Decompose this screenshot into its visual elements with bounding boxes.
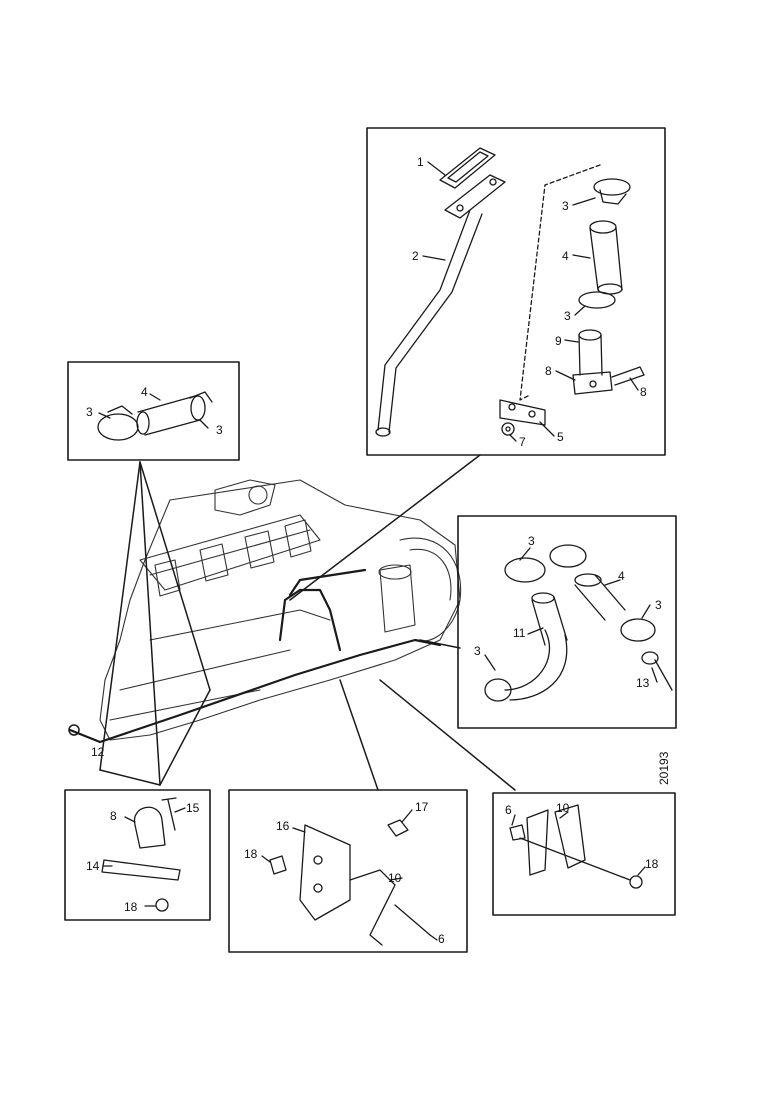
- callout-18: 18: [645, 857, 659, 871]
- callout-12: 12: [91, 745, 105, 759]
- callouts-main: 12: [91, 745, 105, 759]
- panel-bottom-left: [64, 789, 211, 921]
- callout-3: 3: [655, 598, 662, 612]
- panel-top-left: [67, 361, 240, 461]
- callout-9: 9: [555, 334, 562, 348]
- callouts-bottom-left: 8 15 14 18: [86, 801, 200, 914]
- callout-2: 2: [412, 249, 419, 263]
- bottom-middle-parts: [261, 809, 438, 946]
- callout-18: 18: [124, 900, 138, 914]
- leader-lines: [99, 454, 516, 791]
- callout-3: 3: [216, 423, 223, 437]
- callouts-middle-right: 3 4 3 11 3 13: [474, 534, 662, 690]
- callouts-top-left: 4 3 3: [86, 385, 223, 437]
- callout-15: 15: [186, 801, 200, 815]
- panel-bottom-right: [492, 792, 676, 916]
- panel-middle-right: [457, 515, 677, 729]
- callout-8: 8: [110, 809, 117, 823]
- callout-14: 14: [86, 859, 100, 873]
- callout-11: 11: [513, 626, 526, 640]
- middle-right-parts: [484, 544, 673, 702]
- panel-top-right: [366, 127, 666, 456]
- callout-3: 3: [562, 199, 569, 213]
- callout-13: 13: [636, 676, 650, 690]
- bottom-right-parts: [509, 804, 646, 889]
- callout-7: 7: [519, 435, 526, 449]
- callout-6: 6: [438, 932, 445, 946]
- callout-4: 4: [618, 569, 625, 583]
- callout-3: 3: [528, 534, 535, 548]
- callouts-top-right: 1 2 3 4 3 9 8 8 5 7: [412, 155, 647, 449]
- callout-8: 8: [640, 385, 647, 399]
- callout-1: 1: [417, 155, 424, 169]
- callout-10: 10: [556, 801, 570, 815]
- drawing-number: 20193: [657, 751, 671, 785]
- callout-6: 6: [505, 803, 512, 817]
- callout-17: 17: [415, 800, 429, 814]
- pipe-12: [68, 638, 442, 744]
- callout-16: 16: [276, 819, 290, 833]
- callouts-bottom-right: 6 10 18: [505, 801, 659, 871]
- callout-3: 3: [474, 644, 481, 658]
- callout-10: 10: [388, 871, 402, 885]
- top-right-parts: [375, 147, 645, 442]
- callout-3: 3: [564, 309, 571, 323]
- top-left-parts: [97, 391, 213, 441]
- callout-3: 3: [86, 405, 93, 419]
- callout-8: 8: [545, 364, 552, 378]
- callout-4: 4: [562, 249, 569, 263]
- bottom-left-parts: [101, 797, 186, 912]
- panel-bottom-middle: [228, 789, 468, 953]
- callouts-bottom-middle: 16 17 18 10 6: [244, 800, 445, 946]
- callout-4: 4: [141, 385, 148, 399]
- callout-5: 5: [557, 430, 564, 444]
- callout-18: 18: [244, 847, 258, 861]
